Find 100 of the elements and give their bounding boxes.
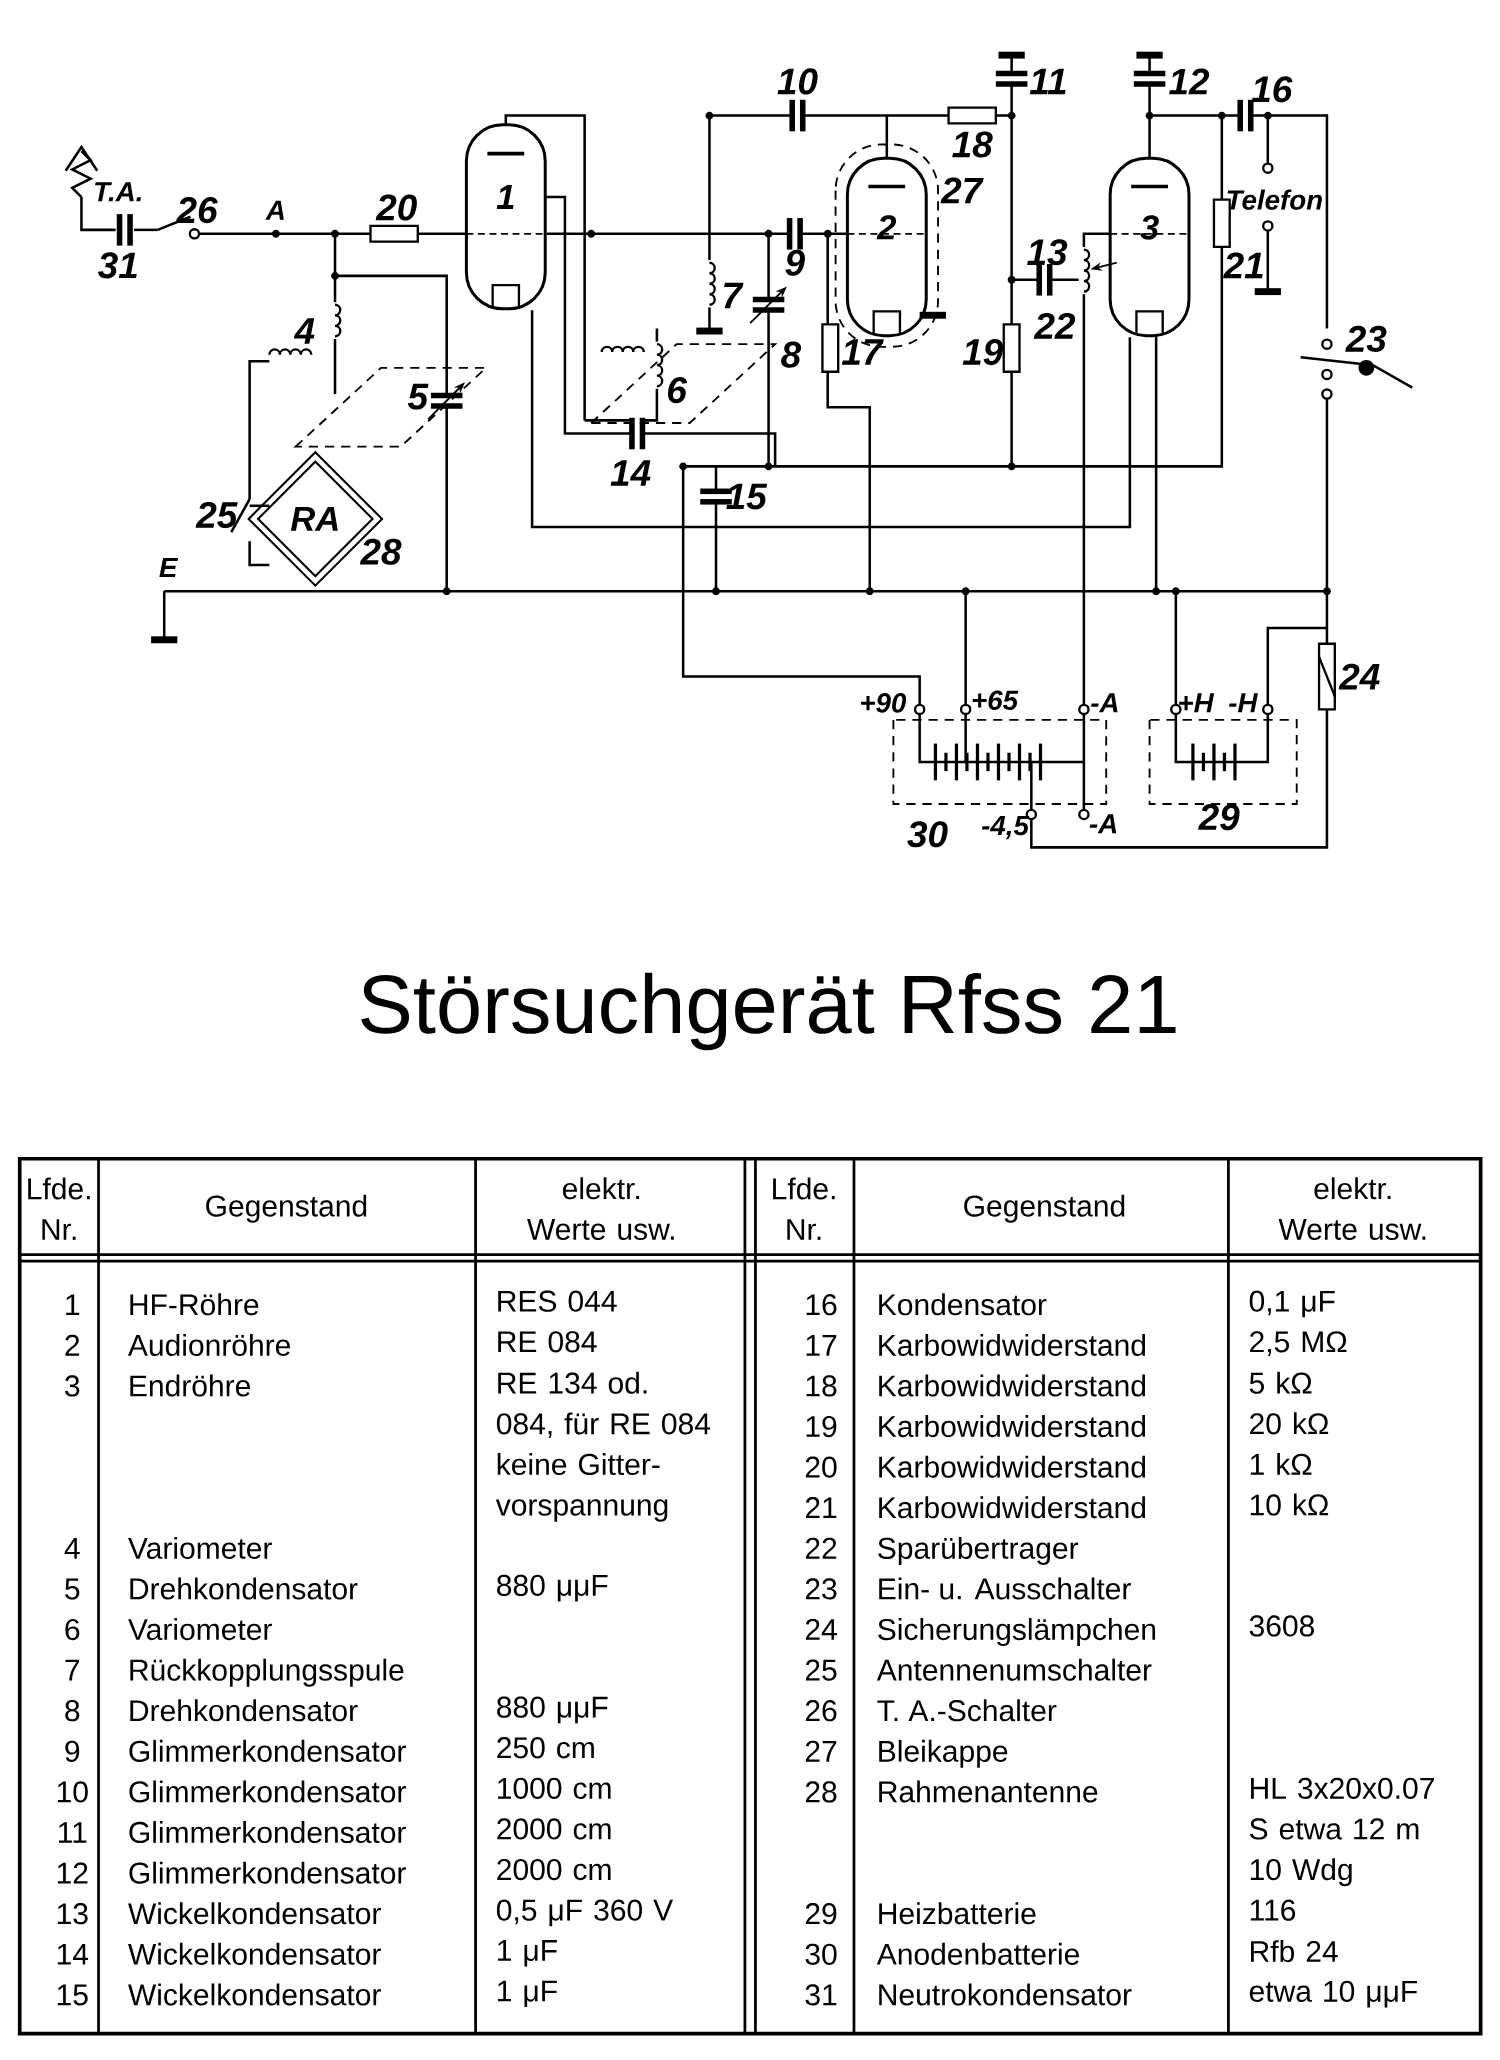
terminal-label: +H: [1179, 693, 1214, 713]
part-name: Drehkondensator: [130, 1577, 358, 1600]
row-number: 25: [805, 1659, 837, 1681]
row-number: 10: [57, 1781, 88, 1803]
callout-number: 21: [1222, 252, 1263, 279]
wire: [546, 232, 846, 236]
part-value: 10 kΩ: [1250, 1493, 1328, 1516]
row-number: 3: [64, 1375, 80, 1397]
row-number: 26: [805, 1700, 837, 1722]
column-header: Lfde. Nr.: [28, 1177, 90, 1240]
terminal-label: Telefon: [1227, 189, 1322, 210]
wire: [530, 310, 1131, 529]
callout-number: 12: [1168, 68, 1209, 95]
row-number: 28: [805, 1781, 837, 1803]
row-number: 6: [65, 1618, 80, 1641]
part-name: Variometer: [127, 1618, 272, 1641]
part-value: 0,5 μF 360 V: [496, 1899, 673, 1927]
row-number: 24: [805, 1618, 837, 1640]
part-name: Anodenbatterie: [876, 1942, 1079, 1965]
part-name: Variometer: [127, 1536, 272, 1559]
row-number: 29: [805, 1903, 837, 1925]
part-value: RE 134 od. 084, für RE 084 keine Gitter- vorspannung: [495, 1371, 710, 1522]
callout-number: 5: [407, 383, 429, 410]
part-value: RES 044: [498, 1290, 617, 1312]
terminal-label: E: [159, 558, 178, 578]
part-name: HF-Röhre: [130, 1293, 259, 1316]
part-name: Sicherungslämpchen: [878, 1618, 1155, 1647]
column-header: elektr. Werte usw.: [526, 1177, 674, 1240]
part-value: 1 μF: [497, 1940, 557, 1967]
part-value: 2000 cm: [497, 1818, 611, 1840]
callout-number: 23: [1345, 325, 1387, 352]
row-number: 7: [65, 1659, 79, 1681]
callout-number: 26: [175, 197, 218, 224]
row-number: 16: [806, 1294, 837, 1316]
part-name: Karbowidwiderstand: [879, 1415, 1145, 1438]
terminal-label: +90: [860, 693, 906, 713]
callout-number: 7: [723, 282, 744, 309]
part-name: Endröhre: [130, 1374, 250, 1397]
column-header: Lfde. Nr.: [772, 1177, 835, 1240]
terminal-label: +65: [972, 690, 1019, 710]
row-number: 22: [805, 1537, 837, 1559]
terminal-label: -A: [1089, 814, 1117, 834]
row-number: 23: [805, 1578, 837, 1600]
terminal-label: A: [265, 200, 284, 220]
callout-number: 9: [785, 249, 805, 276]
part-value: etwa 10 μμF: [1249, 1980, 1417, 2008]
part-name: Bleikappe: [879, 1739, 1008, 1768]
row-number: 21: [805, 1497, 837, 1519]
part-name: Karbowidwiderstand: [879, 1496, 1145, 1519]
part-value: 880 μμF: [496, 1574, 608, 1602]
part-value: HL 3x20x0.07 S etwa 12 m 10 Wdg: [1249, 1777, 1434, 1887]
part-name: Glimmerkondensator: [129, 1861, 406, 1884]
part-name: Antennenumschalter: [876, 1658, 1152, 1681]
part-name: Glimmerkondensator: [129, 1821, 406, 1844]
row-number: 30: [805, 1943, 837, 1965]
callout-number: 31: [97, 252, 137, 279]
title: Störsuchgerät Rfss 21: [361, 972, 1176, 1051]
part-value: 0,1 μF: [1249, 1290, 1335, 1318]
part-name: Karbowidwiderstand: [879, 1455, 1145, 1478]
row-number: 17: [806, 1335, 837, 1356]
part-name: Karbowidwiderstand: [879, 1374, 1145, 1397]
part-name: Neutrokondensator: [879, 1983, 1132, 2006]
part-value: 2,5 MΩ: [1249, 1331, 1347, 1356]
row-number: 27: [805, 1740, 837, 1762]
part-value: 880 μμF: [496, 1696, 608, 1724]
row-number: 8: [65, 1700, 80, 1722]
row-number: 19: [806, 1415, 837, 1438]
callout-number: 28: [359, 538, 402, 565]
part-name: Sparübertrager: [878, 1536, 1078, 1565]
row-number: 14: [57, 1944, 88, 1965]
row-number: 9: [65, 1740, 80, 1762]
part-name: Wickelkondensator: [127, 1942, 381, 1965]
part-value: 3608: [1249, 1615, 1314, 1637]
callout-number: 11: [1029, 68, 1066, 95]
terminal-label: -4,5: [981, 816, 1030, 840]
callout-number: 6: [667, 377, 687, 404]
row-number: 1: [66, 1294, 79, 1316]
part-name: Audionröhre: [127, 1333, 290, 1356]
row-number: 15: [57, 1984, 88, 2006]
part-value: 5 kΩ: [1249, 1371, 1312, 1394]
part-name: Glimmerkondensator: [129, 1780, 406, 1803]
callout-number: 29: [1197, 804, 1240, 831]
callout-number: 13: [1026, 239, 1068, 266]
row-number: 11: [58, 1822, 87, 1843]
part-value: 116: [1250, 1899, 1295, 1921]
part-value: RE 084: [498, 1331, 597, 1353]
callout-number: 19: [962, 339, 1003, 366]
column-header: elektr. Werte usw.: [1278, 1177, 1426, 1240]
terminal-label: -H: [1228, 693, 1258, 713]
row-number: 12: [57, 1862, 88, 1884]
callout-number: 20: [375, 194, 417, 221]
part-value: 250 cm: [497, 1737, 594, 1759]
callout-number: 18: [952, 131, 993, 158]
callout-number: 16: [1251, 76, 1293, 103]
part-name: Wickelkondensator: [127, 1902, 381, 1925]
row-number: 18: [806, 1375, 837, 1397]
part-name: Glimmerkondensator: [129, 1739, 406, 1762]
row-number: 4: [64, 1538, 80, 1559]
part-name: Kondensator: [879, 1293, 1047, 1316]
callout-number: 30: [907, 821, 948, 848]
